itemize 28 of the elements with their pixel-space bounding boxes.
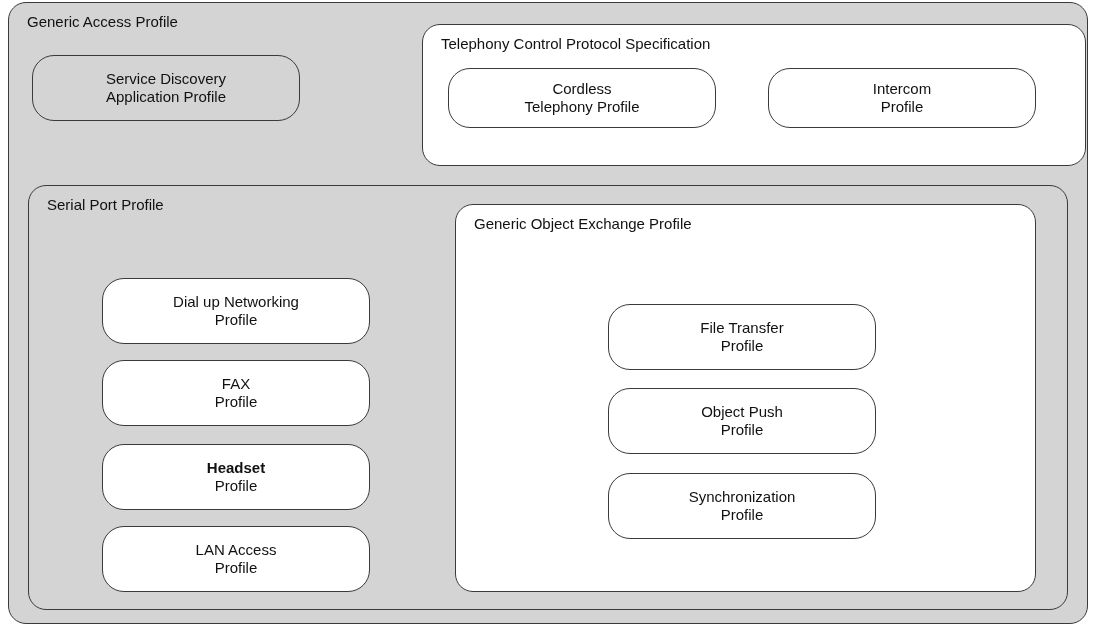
profile-label: Dial up Networking Profile [172, 293, 300, 329]
group-panel [28, 185, 1068, 610]
group-heading: Serial Port Profile [47, 196, 164, 214]
profile-box [768, 68, 1036, 128]
profile-box [608, 388, 876, 454]
profile-label: Intercom Profile [871, 80, 933, 116]
group-heading: Generic Access Profile [27, 13, 178, 31]
profile-box [448, 68, 716, 128]
profile-box [102, 526, 370, 592]
profile-label: File Transfer Profile [699, 319, 785, 355]
profile-label: Object Push Profile [700, 403, 784, 439]
profile-label: Cordless Telephony Profile [523, 80, 641, 116]
profile-label: Headset Profile [205, 459, 267, 495]
profile-box [102, 360, 370, 426]
profile-label: Service Discovery Application Profile [104, 70, 228, 106]
profile-box [102, 278, 370, 344]
group-heading: Generic Object Exchange Profile [474, 215, 692, 233]
profile-label: LAN Access Profile [194, 541, 278, 577]
profile-box [608, 473, 876, 539]
profile-box [32, 55, 300, 121]
profile-box [608, 304, 876, 370]
group-heading: Telephony Control Protocol Specification [441, 35, 711, 53]
group-panel [422, 24, 1086, 166]
group-panel [8, 2, 1088, 624]
profile-label: Synchronization Profile [687, 488, 797, 524]
profile-label: FAX Profile [213, 375, 259, 411]
profile-box [102, 444, 370, 510]
group-panel [455, 204, 1036, 592]
